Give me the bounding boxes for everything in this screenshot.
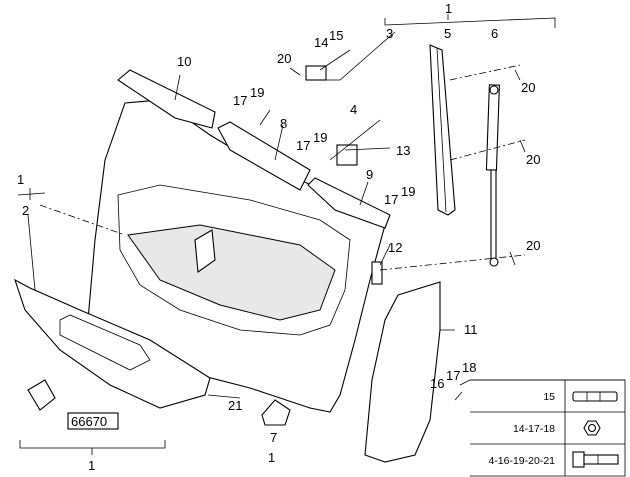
callout: 16 [430,376,444,391]
callout: 15 [329,28,343,43]
callout: 17 [446,368,460,383]
part-number: 66670 [71,414,107,429]
lower-panel-2 [14,278,211,409]
callout: 19 [401,184,415,199]
trim-10 [117,69,216,129]
trim-8 [217,121,311,191]
callout: 20 [277,51,291,66]
trim-9 [307,177,391,229]
callout: 21 [228,398,242,413]
callout: 1 [445,1,452,16]
legend-row-refs: 15 [543,391,555,403]
callout: 13 [396,143,410,158]
cap-7 [261,399,291,426]
callout: 18 [462,360,476,375]
callout: 19 [250,85,264,100]
callout: 1 [268,450,275,465]
part-number-box [67,412,119,430]
gas-strut-6 [485,84,500,171]
callout: 7 [270,430,277,445]
callout: 17 [296,138,310,153]
callout: 1 [17,172,24,187]
clip-13 [336,144,358,166]
hex-nut-icon [583,420,601,436]
callout: 6 [491,26,498,41]
callout: 17 [384,192,398,207]
callout: 20 [526,238,540,253]
callout: 12 [388,240,402,255]
hex-bolt-icon [572,451,619,468]
callout: 1 [88,458,95,473]
callout: 20 [526,152,540,167]
cover-11 [364,281,441,463]
grommet-part [27,379,56,411]
legend-row-refs: 14-17-18 [513,423,555,435]
callout: 2 [22,203,29,218]
callout: 9 [366,167,373,182]
callout: 11 [464,322,478,337]
rail-5 [429,44,456,216]
callout: 20 [521,80,535,95]
logo-emblem [194,229,216,273]
callout: 5 [444,26,451,41]
callout: 4 [350,102,357,117]
callout: 19 [313,130,327,145]
callout: 14 [314,35,328,50]
callout: 3 [386,26,393,41]
clip-12 [371,261,383,285]
legend-row-refs: 4-16-19-20-21 [488,455,555,467]
callout: 10 [177,54,191,69]
fastener-legend-table: 15 14-17-18 4-16-19-20-21 [470,379,626,477]
stud-icon [572,391,618,402]
callout: 8 [280,116,287,131]
callout-labels: 1 5 6 3 14 15 20 10 17 19 8 4 17 19 13 9… [17,1,540,473]
callout: 17 [233,93,247,108]
